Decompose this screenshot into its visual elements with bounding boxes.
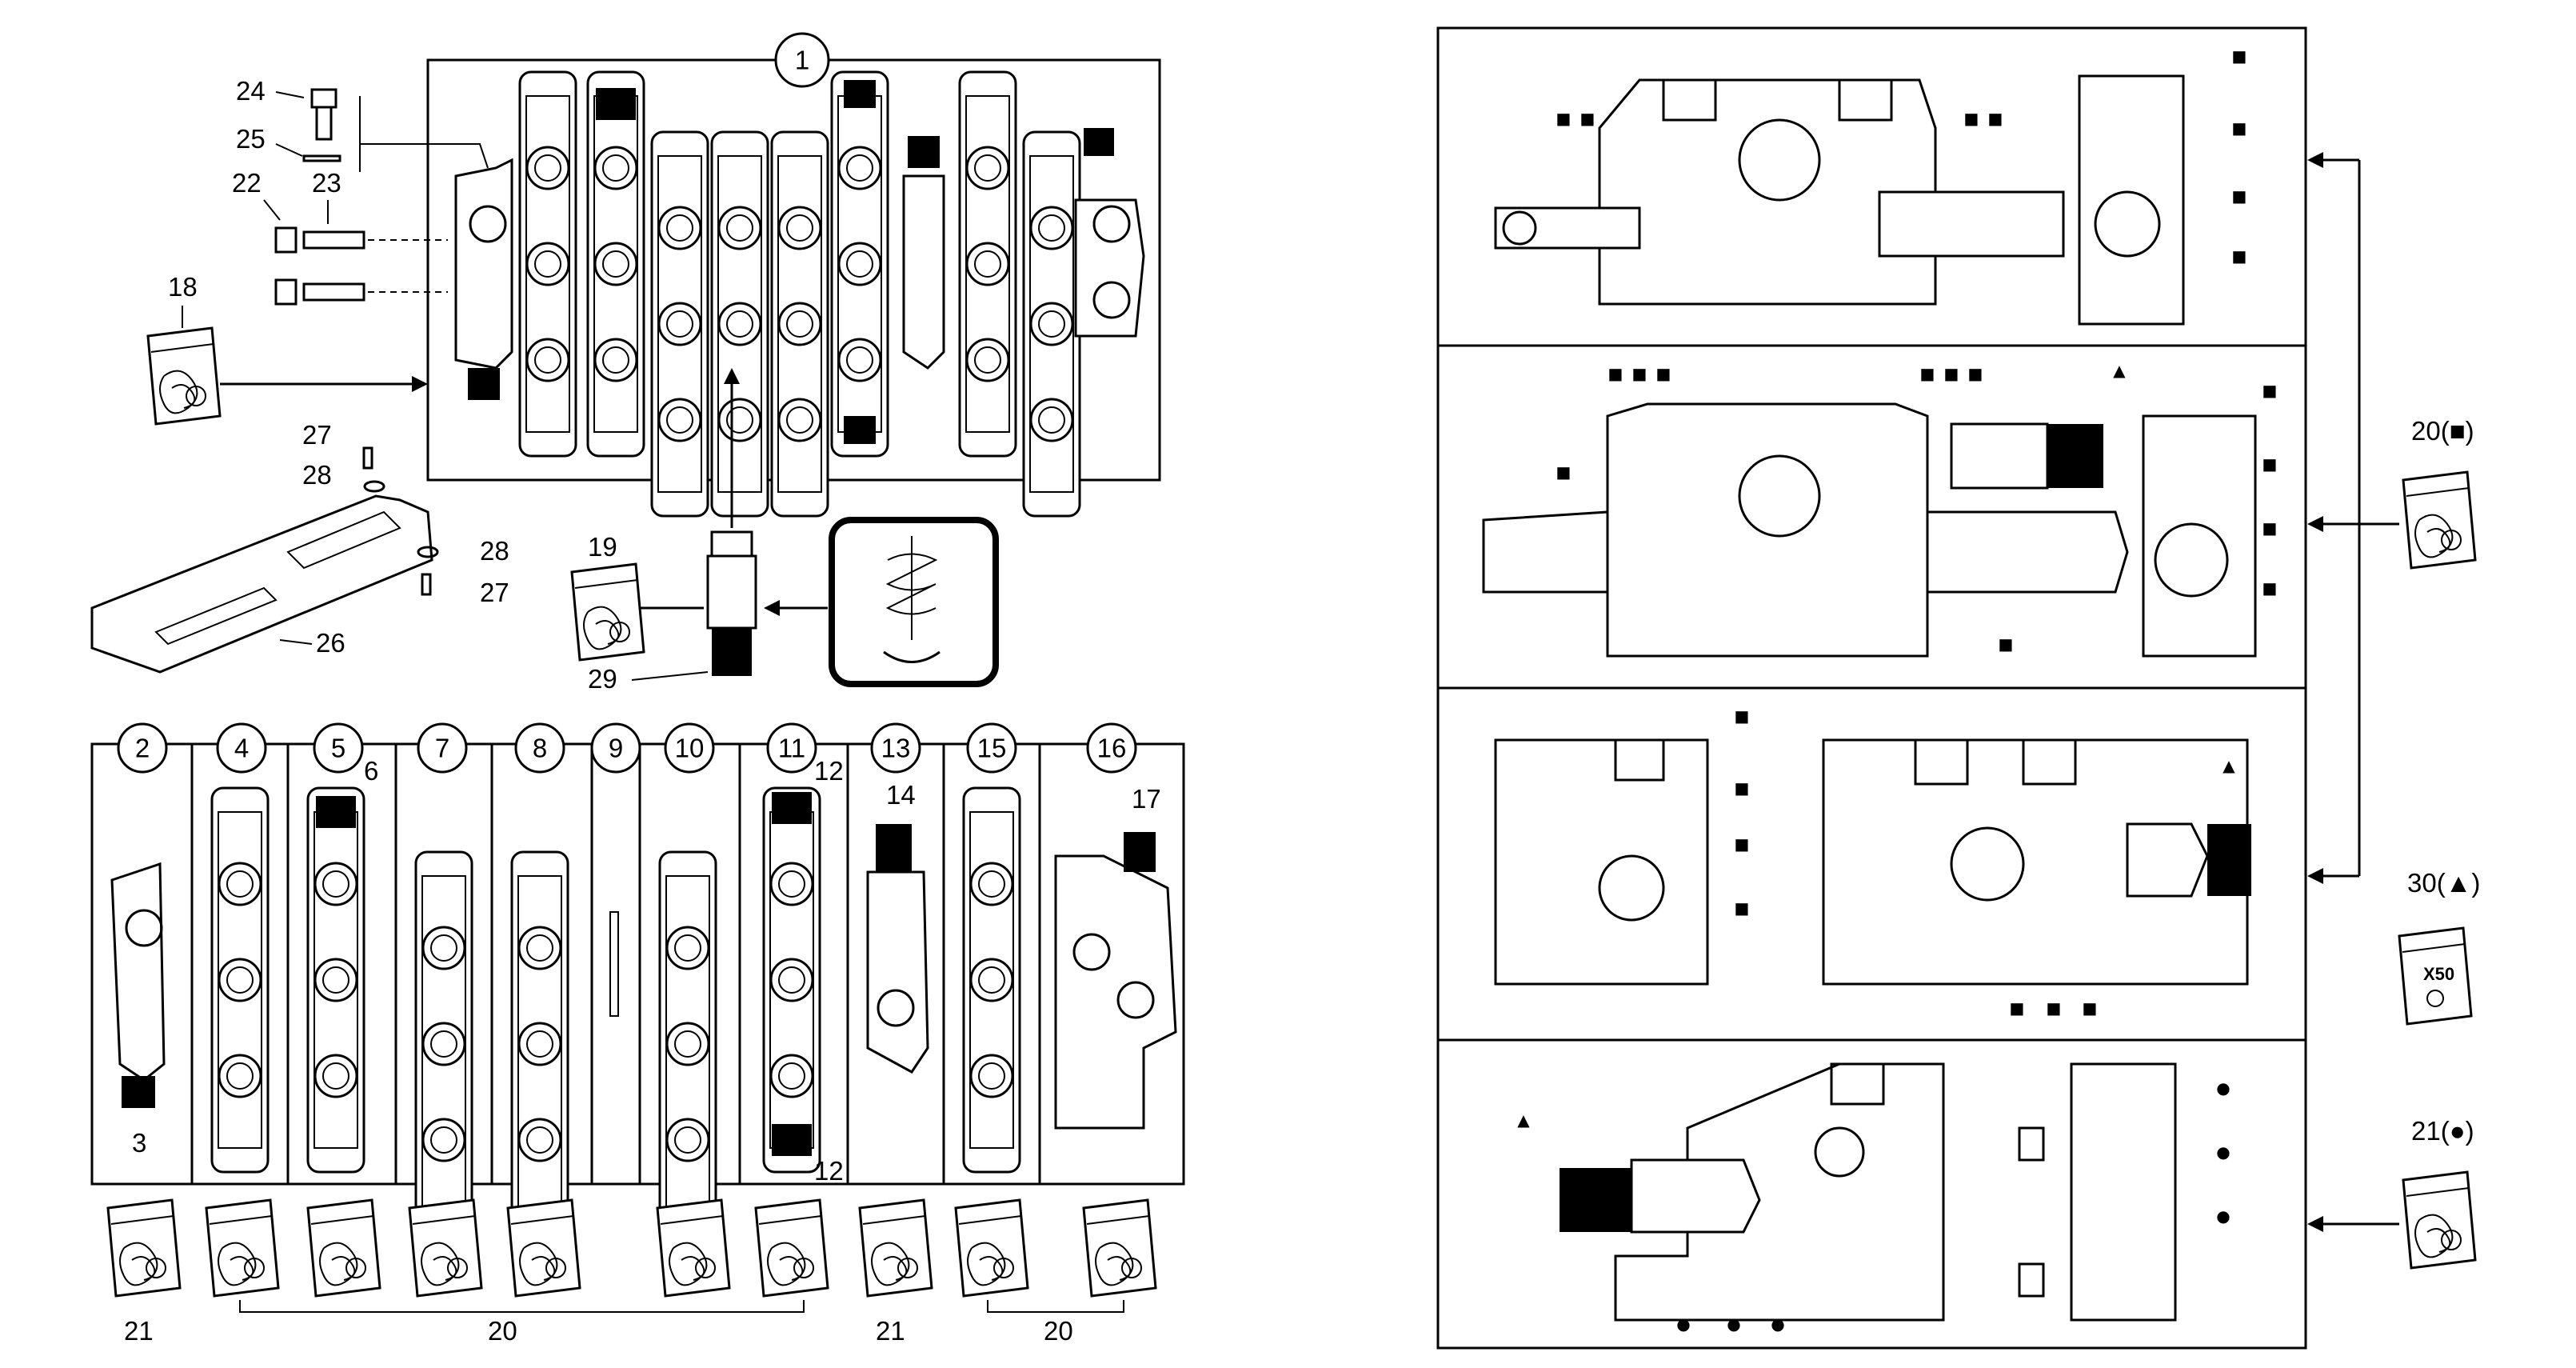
callout-21b: 21: [876, 1316, 905, 1346]
marker-square: ■: [1920, 364, 1935, 383]
kit-quantity: X50: [2423, 964, 2454, 984]
valve-assembly-top: 1: [426, 32, 1161, 518]
kit-label-circle: 21(●): [2411, 1116, 2474, 1146]
callout-28: 28: [302, 460, 332, 490]
marker-square: ■: [2232, 46, 2247, 66]
callout-20b: 20: [1044, 1316, 1073, 1346]
marker-square: ■: [1656, 364, 1671, 383]
kit-18: 18: [146, 272, 428, 426]
sections-panel: 2 4 5 7 8 9 10 11 13 15 16 3 6 12 12 14: [90, 722, 1185, 1238]
marker-triangle: ▲: [2113, 361, 2126, 380]
callout-7: 7: [435, 734, 449, 763]
callout-1: 1: [795, 46, 809, 75]
callout-2: 2: [135, 734, 150, 763]
marker-square: ■: [1608, 364, 1623, 383]
marker-circle: ●: [2216, 1142, 2230, 1162]
callout-3: 3: [132, 1128, 146, 1158]
kit-label-triangle: 30(▲): [2407, 868, 2480, 898]
marker-square: ■: [1735, 778, 1750, 798]
marker-square: ■: [2047, 998, 2062, 1018]
callout-25: 25: [236, 124, 266, 154]
callout-10: 10: [675, 734, 705, 763]
marker-square: ■: [1556, 109, 1572, 128]
callout-11: 11: [778, 734, 805, 763]
mounting-plate: 27 28 28 27 26: [90, 420, 509, 674]
callout-28b: 28: [480, 536, 509, 566]
marker-square: ■: [1964, 109, 1979, 128]
callout-12b: 12: [814, 1156, 844, 1186]
kits-row: 21 20 21 20: [106, 1198, 1157, 1346]
marker-circle: ●: [1727, 1314, 1740, 1334]
marker-circle: ●: [1676, 1314, 1690, 1334]
marker-square: ■: [1580, 109, 1596, 128]
callout-23: 23: [312, 168, 341, 198]
callout-9: 9: [609, 734, 623, 763]
callout-20: 20: [488, 1316, 517, 1346]
marker-square: ■: [2262, 518, 2278, 538]
callout-6: 6: [364, 756, 378, 786]
callout-8: 8: [533, 734, 547, 763]
callout-27b: 27: [480, 578, 509, 607]
hardware-parts: 24 25 22 23: [232, 76, 489, 306]
marker-square: ■: [1988, 109, 2003, 128]
callout-26: 26: [316, 628, 345, 658]
marker-square: ■: [1944, 364, 1959, 383]
callout-17: 17: [1132, 784, 1161, 814]
marker-square: ■: [1735, 898, 1750, 918]
marker-square: ■: [1632, 364, 1647, 383]
callout-15: 15: [977, 734, 1007, 763]
marker-circle: ●: [2216, 1206, 2230, 1226]
marker-circle: ●: [2216, 1078, 2230, 1098]
callout-19: 19: [588, 532, 617, 562]
marker-square: ■: [2232, 186, 2247, 206]
marker-square: ■: [1968, 364, 1983, 383]
callout-18: 18: [168, 272, 198, 302]
callout-22: 22: [232, 168, 262, 198]
marker-square: ■: [1735, 706, 1750, 726]
callout-24: 24: [236, 76, 266, 106]
marker-square: ■: [1556, 462, 1572, 482]
marker-triangle: ▲: [2223, 756, 2235, 775]
marker-square: ■: [1735, 834, 1750, 854]
marker-square: ■: [2232, 118, 2247, 138]
marker-square: ■: [1999, 634, 2014, 654]
callout-12: 12: [814, 756, 844, 786]
marker-square: ■: [2232, 246, 2247, 266]
callout-21: 21: [124, 1316, 154, 1346]
marker-circle: ●: [1771, 1314, 1784, 1334]
callout-27: 27: [302, 420, 332, 450]
solenoid-29: 19 29: [570, 368, 999, 694]
marker-square: ■: [2262, 381, 2278, 400]
marker-triangle: ▲: [1517, 1110, 1530, 1130]
kit-label-square: 20(■): [2411, 416, 2474, 446]
marker-square: ■: [2262, 578, 2278, 598]
callout-13: 13: [881, 734, 911, 763]
callout-4: 4: [234, 734, 249, 763]
callout-29: 29: [588, 664, 617, 694]
cross-section-panels: ■ ■ ■ ■ ■ ■ ■ ■ ■ ■ ■ ■ ■ ■ ▲ ■ ■ ■ ■ ■ …: [1436, 26, 2307, 1350]
kits-right: 20(■) 30(▲) X50 21(●): [2307, 152, 2480, 1270]
callout-16: 16: [1097, 734, 1127, 763]
callout-14: 14: [886, 780, 916, 810]
marker-square: ■: [2010, 998, 2025, 1018]
callout-5: 5: [331, 734, 345, 763]
marker-square: ■: [2262, 454, 2278, 474]
marker-square: ■: [2083, 998, 2098, 1018]
